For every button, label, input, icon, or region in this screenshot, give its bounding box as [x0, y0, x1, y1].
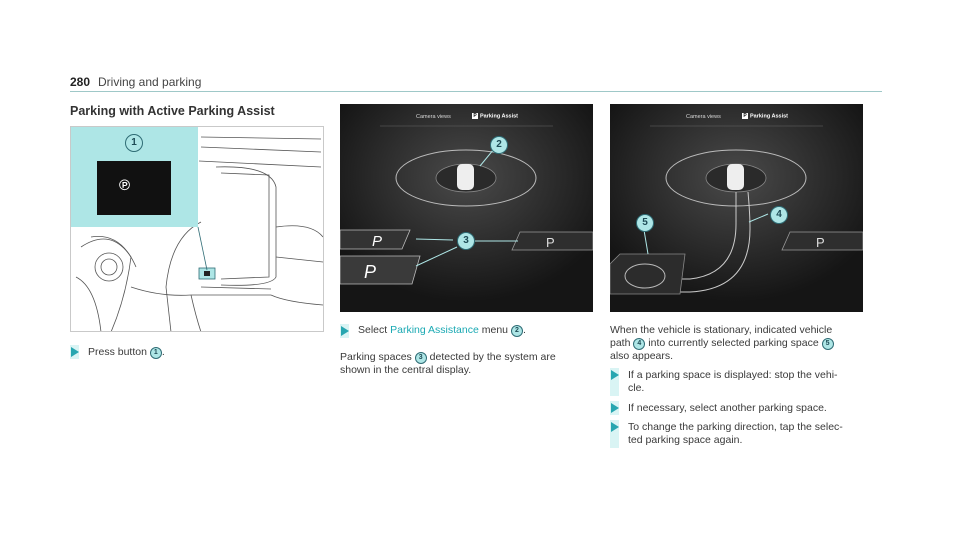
- parking-path-art: P: [610, 104, 863, 312]
- col1-step1: Press button 1.: [88, 346, 165, 359]
- inline-callout-3: 3: [414, 352, 427, 364]
- step-bar: [610, 420, 619, 448]
- inline-callout-5: 5: [821, 338, 834, 350]
- step-arrow-icon: [341, 326, 349, 336]
- callout-1: 1: [125, 134, 143, 152]
- parking-icon: P: [472, 113, 478, 119]
- step-arrow-icon: [71, 347, 79, 357]
- button-panel-zoom: ℗: [97, 161, 171, 215]
- callout-4: 4: [770, 206, 788, 224]
- parking-assistance-link[interactable]: Parking Assistance: [390, 324, 479, 336]
- inline-callout-4: 4: [633, 338, 646, 350]
- svg-text:P: P: [816, 235, 825, 250]
- chapter-title: Driving and parking: [98, 75, 202, 89]
- step-arrow-icon: [611, 422, 619, 432]
- col3-paragraph: When the vehicle is stationary, indicate…: [610, 324, 834, 362]
- step-bar: [610, 368, 619, 396]
- svg-text:P: P: [364, 262, 376, 282]
- parking-screen-art: P P P: [340, 104, 593, 312]
- figure-console-illustration: ℗ 1: [70, 126, 324, 332]
- inline-callout-1: 1: [149, 347, 162, 359]
- tab-parking-assist-label: Parking Assist: [480, 113, 519, 120]
- section-title: Parking with Active Parking Assist: [70, 104, 275, 118]
- svg-text:P: P: [372, 233, 382, 250]
- col3-step3: To change the parking direction, tap the…: [628, 421, 843, 446]
- step-arrow-icon: [611, 370, 619, 380]
- callout-3: 3: [457, 232, 475, 250]
- parking-icon: P: [742, 113, 748, 119]
- svg-text:P: P: [546, 235, 555, 250]
- col3-step1: If a parking space is displayed: stop th…: [628, 369, 838, 394]
- step-arrow-icon: [611, 403, 619, 413]
- callout-5: 5: [636, 214, 654, 232]
- page-number: 280: [70, 75, 91, 89]
- inline-callout-2: 2: [510, 325, 523, 337]
- zoom-inset: ℗: [71, 127, 198, 227]
- callout-line-1: [197, 226, 208, 271]
- header-rule: [70, 91, 882, 92]
- tab-parking-assist-label: Parking Assist: [750, 113, 789, 120]
- col3-step2: If necessary, select another parking spa…: [628, 402, 827, 414]
- callout-2: 2: [490, 136, 508, 154]
- tab-camera-views[interactable]: Camera views: [416, 114, 451, 120]
- tab-camera-views[interactable]: Camera views: [686, 114, 721, 120]
- parking-camera-icon: ℗: [119, 177, 131, 194]
- col2-step: Select Parking Assistance menu 2.: [358, 324, 526, 337]
- col2-paragraph: Parking spaces 3 detected by the system …: [340, 351, 556, 376]
